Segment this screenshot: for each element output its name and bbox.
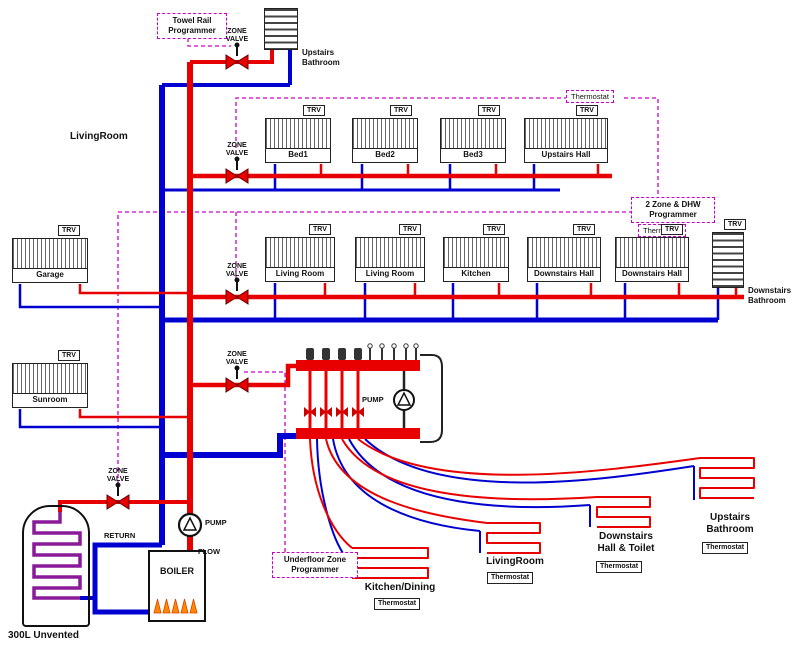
- radiator-living-room-2: Living Room: [355, 237, 425, 282]
- towel-rail-upstairs-bathroom: [264, 8, 298, 50]
- flow-label: FLOW: [198, 547, 221, 556]
- trv-badge-upstairs-hall: TRV: [576, 105, 598, 116]
- control-wiring: [117, 38, 659, 552]
- zone-valve-icon-downstairs: [225, 277, 249, 305]
- radiator-living-room-1: Living Room: [265, 237, 335, 282]
- radiator-fins: [528, 238, 600, 268]
- radiator-sunroom: Sunroom: [12, 363, 88, 408]
- radiator-label: Upstairs Hall: [541, 150, 591, 159]
- zone-valve-label-cylinder: ZONE VALVE: [106, 468, 130, 483]
- radiator-label: Downstairs Hall: [621, 269, 682, 278]
- loop-thermostat-livingroom: Thermostat: [487, 572, 534, 584]
- trv-badge-downstairs-hall-2: TRV: [661, 224, 683, 235]
- underfloor-manifold: [296, 343, 443, 443]
- downstairs-bathroom-label: Downstairs Bathroom: [748, 286, 792, 305]
- radiator-fins: [356, 238, 424, 268]
- main-pump-label: PUMP: [205, 518, 227, 527]
- loop-label-livingroom: LivingRoom: [486, 556, 544, 567]
- trv-badge-downstairs-hall-1: TRV: [573, 224, 595, 235]
- radiator-upstairs-hall: Upstairs Hall: [524, 118, 608, 163]
- flow-pipes: [58, 48, 755, 579]
- radiator-fins: [353, 119, 417, 149]
- loop-label-kitchen-dining: Kitchen/Dining: [364, 582, 436, 593]
- loop-thermostat-downstairs-hall-toilet: Thermostat: [596, 561, 643, 573]
- zone-valve-icon-towel-rail: [225, 42, 249, 70]
- underfloor-pump-label: PUMP: [362, 395, 384, 404]
- radiator-label: Living Room: [275, 269, 325, 278]
- zone-valve-icon-underfloor: [225, 365, 249, 393]
- loop-label-downstairs-hall-toilet: Downstairs Hall & Toilet: [597, 531, 655, 554]
- radiator-bed1: Bed1: [265, 118, 331, 163]
- radiator-fins: [266, 238, 334, 268]
- radiator-label: Bed2: [375, 150, 395, 159]
- trv-badge-downstairs-bathroom: TRV: [724, 219, 746, 230]
- towel-rail-downstairs-bathroom: [712, 232, 744, 288]
- radiator-bed3: Bed3: [440, 118, 506, 163]
- radiator-fins: [525, 119, 607, 149]
- zone-valve-icon-upstairs: [225, 156, 249, 184]
- radiator-fins: [444, 238, 508, 268]
- trv-badge-garage: TRV: [58, 225, 80, 236]
- two-zone-dhw-programmer: 2 Zone & DHW Programmer: [631, 197, 715, 223]
- zone-valve-label-downstairs: ZONE VALVE: [225, 263, 249, 278]
- radiator-label: Sunroom: [32, 395, 68, 404]
- radiator-label: Garage: [36, 270, 64, 279]
- underfloor-pump-icon: [393, 389, 415, 411]
- radiator-label: Living Room: [365, 269, 415, 278]
- living-room-zone-label: LivingRoom: [70, 131, 128, 142]
- radiator-label: Bed1: [288, 150, 308, 159]
- trv-badge-kitchen: TRV: [483, 224, 505, 235]
- trv-badge-living-room-1: TRV: [309, 224, 331, 235]
- boiler-flames-icon: [153, 598, 198, 614]
- radiator-label: Downstairs Hall: [533, 269, 594, 278]
- upstairs-thermostat: Thermostat: [566, 90, 614, 103]
- radiator-label: Kitchen: [461, 269, 491, 278]
- boiler-label: BOILER: [159, 566, 194, 576]
- radiator-label: Bed3: [463, 150, 483, 159]
- trv-badge-bed1: TRV: [303, 105, 325, 116]
- radiator-fins: [441, 119, 505, 149]
- trv-badge-living-room-2: TRV: [399, 224, 421, 235]
- loop-thermostat-upstairs-bathroom: Thermostat: [702, 542, 749, 554]
- hot-water-cylinder: [22, 505, 90, 627]
- underfloor-zone-programmer: Underfloor Zone Programmer: [272, 552, 358, 578]
- radiator-fins: [266, 119, 330, 149]
- trv-badge-bed2: TRV: [390, 105, 412, 116]
- radiator-downstairs-hall-2: Downstairs Hall: [615, 237, 689, 282]
- radiator-fins: [13, 239, 87, 269]
- trv-badge-sunroom: TRV: [58, 350, 80, 361]
- radiator-garage: Garage: [12, 238, 88, 283]
- radiator-fins: [616, 238, 688, 268]
- loop-thermostat-kitchen-dining: Thermostat: [374, 598, 421, 610]
- towel-rail-programmer: Towel Rail Programmer: [157, 13, 227, 39]
- radiator-kitchen: Kitchen: [443, 237, 509, 282]
- radiator-fins: [13, 364, 87, 394]
- cylinder-label: 300L Unvented: [8, 630, 79, 641]
- main-pump-icon: [177, 512, 203, 538]
- upstairs-bathroom-label: Upstairs Bathroom: [302, 48, 340, 67]
- zone-valve-label-towel: ZONE VALVE: [225, 28, 249, 43]
- radiator-downstairs-hall-1: Downstairs Hall: [527, 237, 601, 282]
- trv-badge-bed3: TRV: [478, 105, 500, 116]
- boiler: BOILER: [148, 550, 206, 622]
- zone-valve-label-upstairs: ZONE VALVE: [225, 142, 249, 157]
- zone-valve-label-underfloor: ZONE VALVE: [225, 351, 249, 366]
- zone-valve-icon-cylinder: [106, 482, 130, 510]
- radiator-bed2: Bed2: [352, 118, 418, 163]
- loop-label-upstairs-bathroom: Upstairs Bathroom: [706, 512, 754, 535]
- return-pipes: [18, 48, 720, 615]
- return-label: RETURN: [104, 531, 136, 540]
